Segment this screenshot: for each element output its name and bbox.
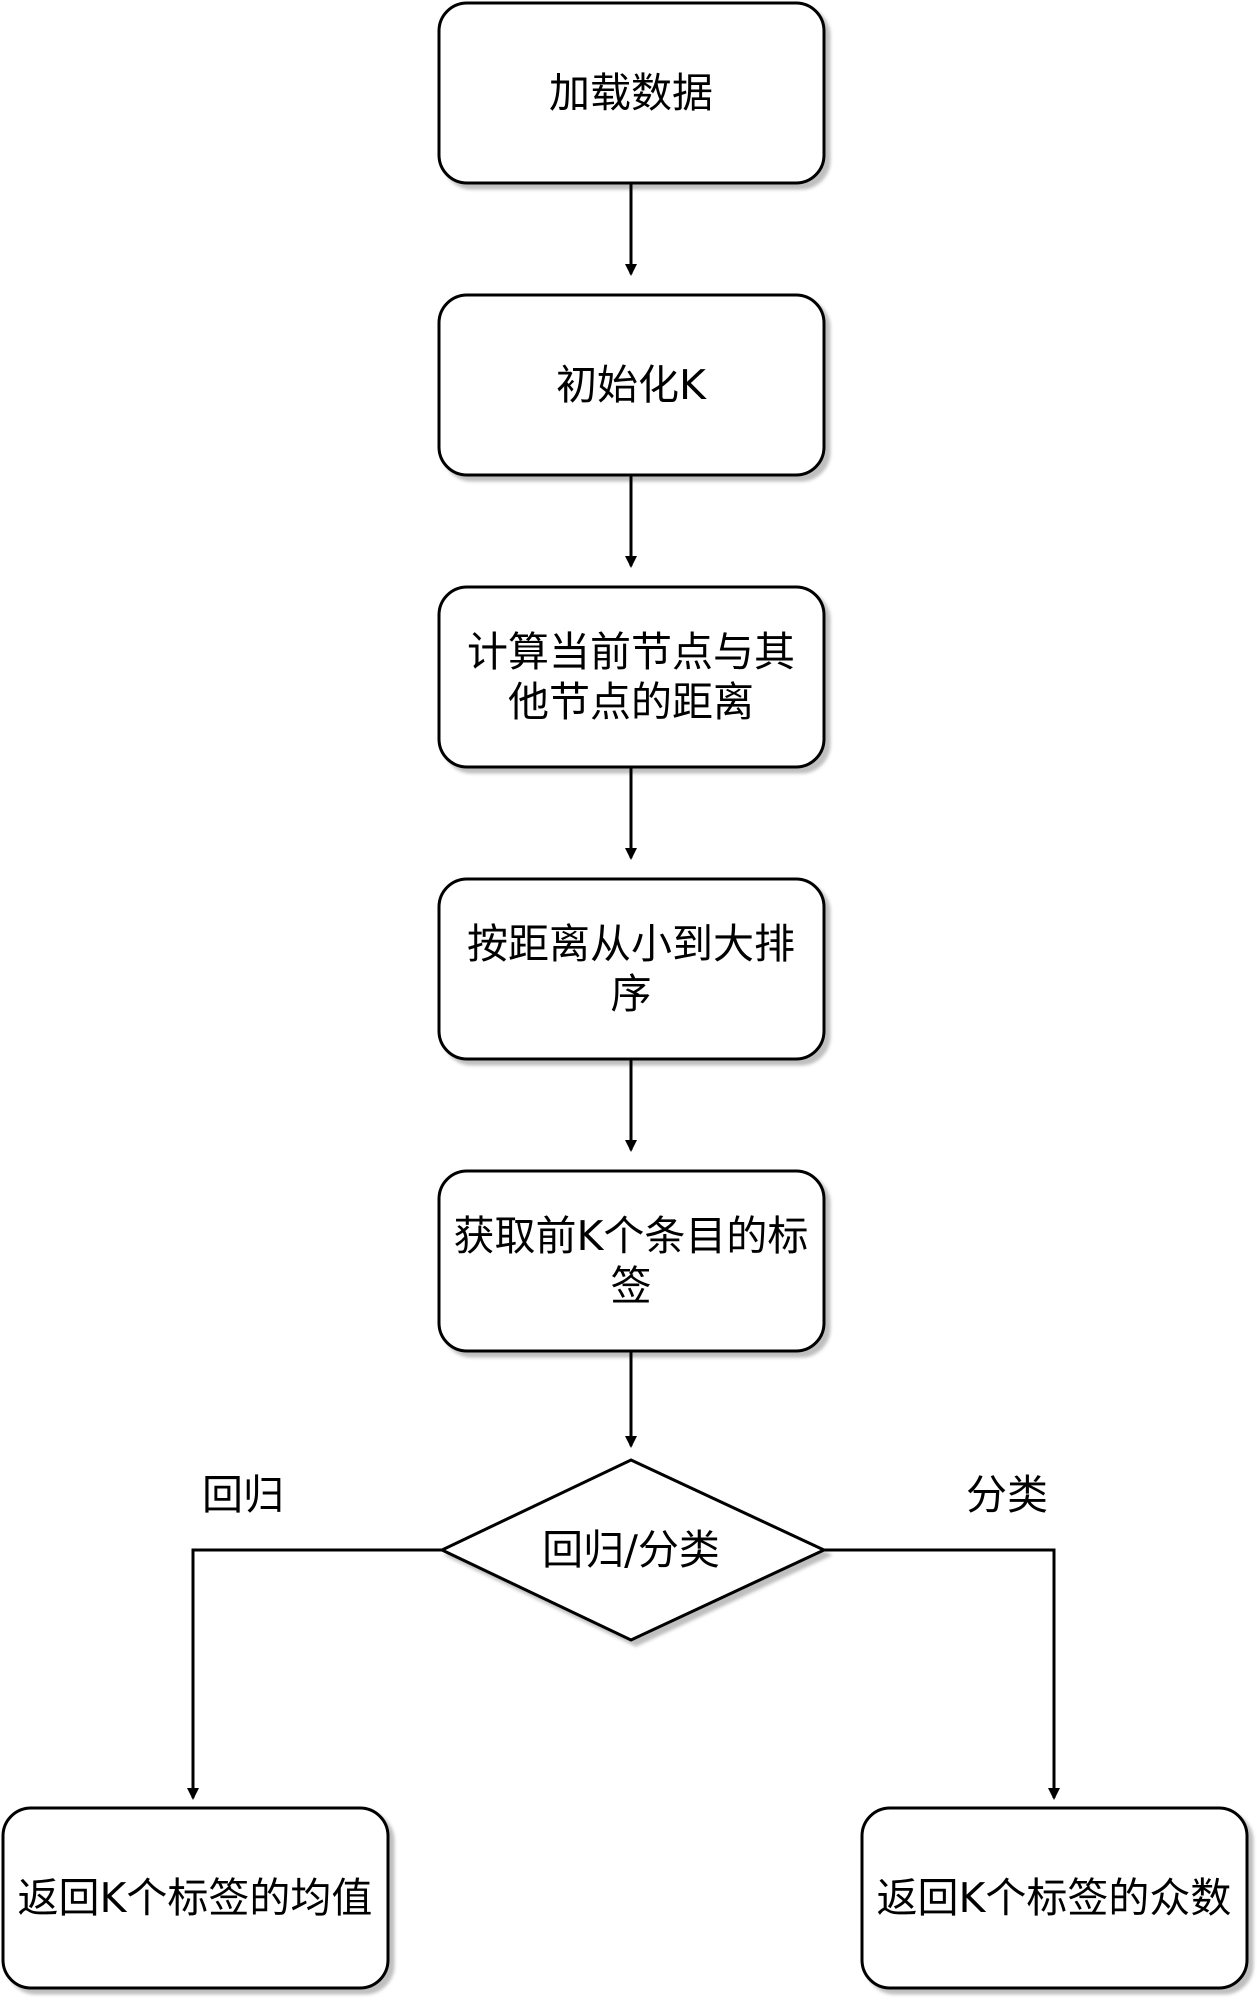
edge-label-regression: 回归 xyxy=(202,1471,284,1519)
box-get-top-k-labels: 获取前K个条目的标 签 xyxy=(437,1169,826,1353)
box-load-data: 加载数据 xyxy=(437,1,826,185)
box-init-k: 初始化K xyxy=(437,293,826,477)
decision-diamond-label: 回归/分类 xyxy=(542,1526,720,1574)
box-return-mean-label: 返回K个标签的均值 xyxy=(18,1874,373,1922)
box-return-mean: 返回K个标签的均值 xyxy=(1,1806,390,1990)
edge-label-classification: 分类 xyxy=(966,1471,1048,1519)
box-sort-by-distance-label-line2: 序 xyxy=(611,970,652,1018)
connectors xyxy=(187,183,1060,1800)
box-get-top-k-labels-label-line2: 签 xyxy=(611,1262,652,1310)
box-get-top-k-labels-label-line1: 获取前K个条目的标 xyxy=(454,1212,809,1260)
box-load-data-label: 加载数据 xyxy=(549,69,713,117)
box-return-mode-label: 返回K个标签的众数 xyxy=(877,1874,1232,1922)
box-sort-by-distance: 按距离从小到大排 序 xyxy=(437,877,826,1061)
arrow-decision-to-mean xyxy=(187,1548,442,1800)
box-compute-distance-label-line2: 他节点的距离 xyxy=(508,678,754,726)
arrow-decision-to-mode xyxy=(824,1548,1060,1800)
decision-diamond: 回归/分类 xyxy=(438,1458,828,1642)
box-sort-by-distance-label-line1: 按距离从小到大排 xyxy=(467,920,795,968)
box-init-k-label: 初始化K xyxy=(556,361,707,409)
box-compute-distance: 计算当前节点与其 他节点的距离 xyxy=(437,585,826,769)
box-compute-distance-label-line1: 计算当前节点与其 xyxy=(467,628,795,676)
box-return-mode: 返回K个标签的众数 xyxy=(860,1806,1249,1990)
